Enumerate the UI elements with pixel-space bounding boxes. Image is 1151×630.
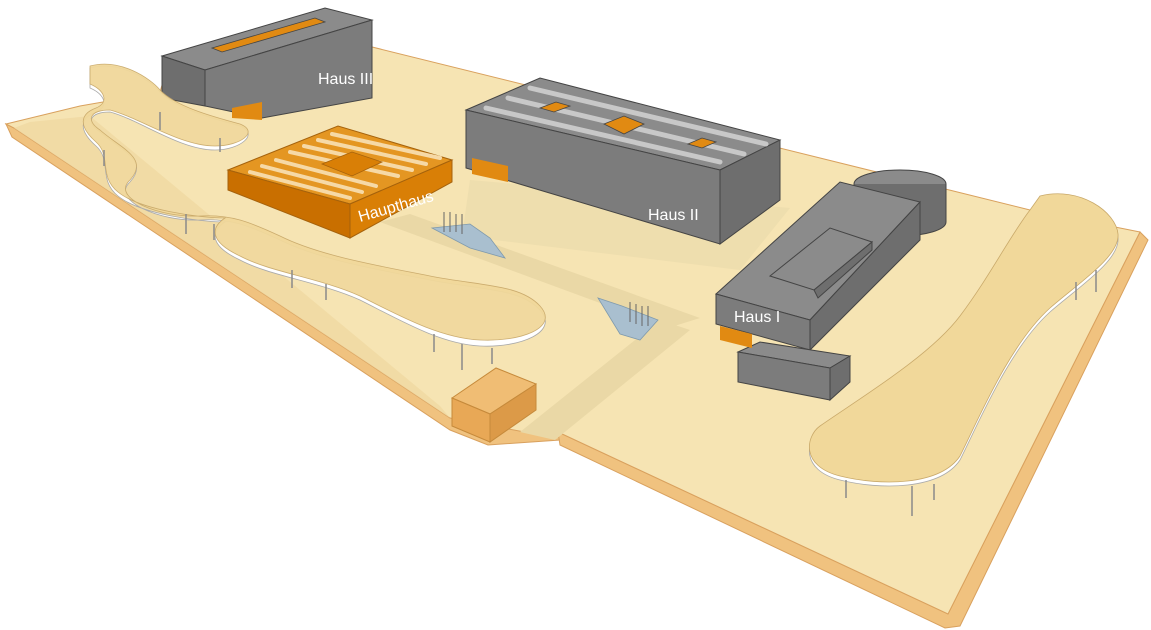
water-pool-upper xyxy=(430,223,507,259)
haus1-label: Haus I xyxy=(734,309,780,326)
canopy-left-top xyxy=(82,63,546,341)
haupthaus-side xyxy=(227,169,351,239)
haus3-side xyxy=(161,55,206,107)
pavilion xyxy=(450,367,538,443)
haus2-skylight-2 xyxy=(603,115,645,135)
canopy-right-top xyxy=(809,193,1119,483)
haus3-entrance xyxy=(232,102,262,120)
building-haus-2: Haus II xyxy=(464,77,782,245)
haus3-skylight xyxy=(210,17,327,53)
haus2-entrance xyxy=(472,158,508,182)
haus1-side xyxy=(809,200,921,352)
haus2-skylight-1 xyxy=(538,101,572,113)
path-main xyxy=(520,320,690,440)
building-haus-3: Haus III xyxy=(160,7,374,120)
haus2-label: Haus II xyxy=(648,207,699,224)
haupthaus-courtyard xyxy=(320,151,384,177)
canopy-right-columns xyxy=(845,270,1097,516)
canopy-left-columns xyxy=(103,112,493,370)
haus1-roof-box-side xyxy=(813,240,873,299)
building-haupthaus: Haupthaus xyxy=(226,125,454,239)
haus1-annex-side xyxy=(829,355,851,402)
canopy-left xyxy=(82,63,546,370)
canopy-right xyxy=(809,193,1119,516)
pavilion-side xyxy=(489,383,537,443)
haus2-skylight-3 xyxy=(686,137,718,149)
haus1-entrance xyxy=(720,326,752,348)
water-pool-lower xyxy=(597,297,659,341)
water-features xyxy=(430,212,659,341)
water-posts xyxy=(443,212,649,326)
haus3-label: Haus III xyxy=(318,71,373,88)
building-haus-1: Haus I xyxy=(714,169,947,402)
haus2-side xyxy=(465,109,721,245)
